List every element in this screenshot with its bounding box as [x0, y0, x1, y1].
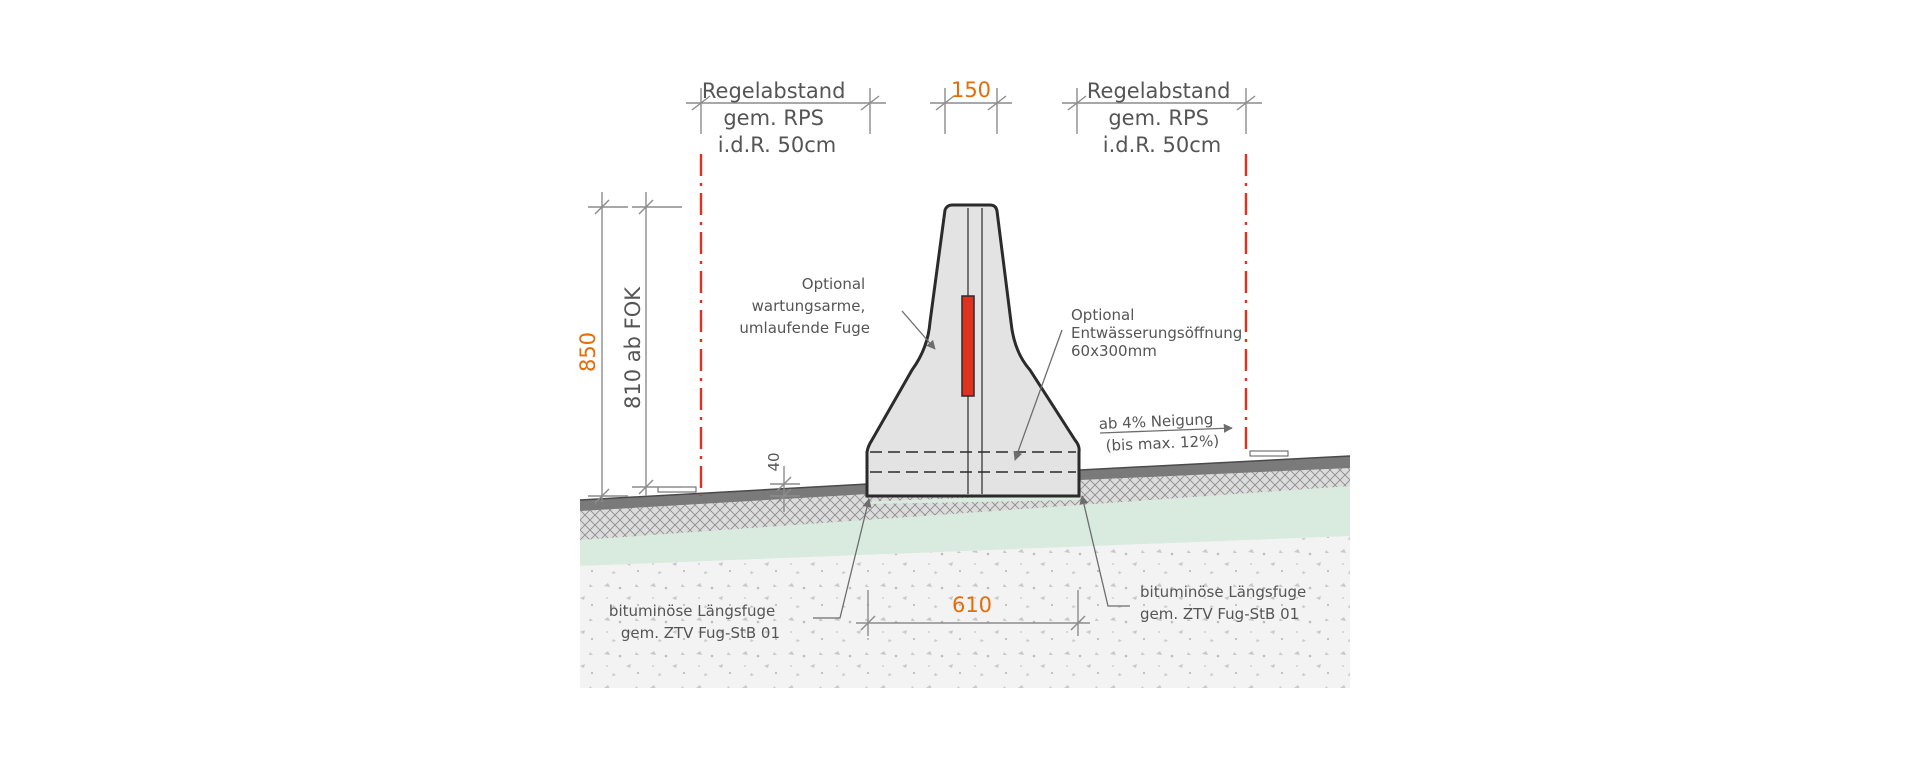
- base-layer-hatch-left: [580, 458, 1350, 540]
- left-joint-leader: [813, 498, 872, 619]
- total-height-value: 850: [576, 332, 600, 372]
- left-clearance-label: Regelabstand gem. RPS i.d.R. 50cm: [702, 79, 852, 157]
- left-surface-plate: [657, 486, 697, 493]
- right-joint-leader: [1079, 495, 1130, 607]
- base-width-dimension: [856, 590, 1090, 636]
- ground-layers: [579, 450, 1351, 688]
- embed-depth-value: 40: [765, 452, 783, 471]
- red-reflector: [961, 295, 975, 397]
- frost-protection-layer: [580, 482, 1350, 566]
- height-above-fok-label: 810 ab FOK: [621, 286, 645, 409]
- drain-note: Optional Entwässerungsöffnung 60x300mm: [1071, 306, 1247, 360]
- base-width-value: 610: [952, 593, 992, 617]
- right-clearance-label: Regelabstand gem. RPS i.d.R. 50cm: [1087, 79, 1237, 157]
- drain-leader: [1013, 329, 1063, 461]
- left-joint-note: bituminöse Längsfuge gem. ZTV Fug-StB 01: [609, 602, 780, 642]
- asphalt-surface-left: [580, 484, 868, 511]
- slope-arrow: [1099, 423, 1233, 434]
- asphalt-surface-right: [1080, 456, 1350, 480]
- right-joint-note: bituminöse Längsfuge gem. ZTV Fug-StB 01: [1140, 583, 1311, 623]
- joint-note: Optional wartungsarme, umlaufende Fuge: [739, 275, 870, 337]
- top-width-value: 150: [951, 78, 991, 102]
- top-dimensions: [686, 88, 1262, 134]
- height-dimensions: [588, 192, 800, 512]
- right-surface-plate: [1249, 450, 1289, 457]
- concrete-barrier: [865, 203, 1081, 498]
- gravel-subbase: [580, 536, 1350, 688]
- slope-note: ab 4% Neigung (bis max. 12%): [1098, 410, 1219, 455]
- joint-leader: [901, 310, 936, 350]
